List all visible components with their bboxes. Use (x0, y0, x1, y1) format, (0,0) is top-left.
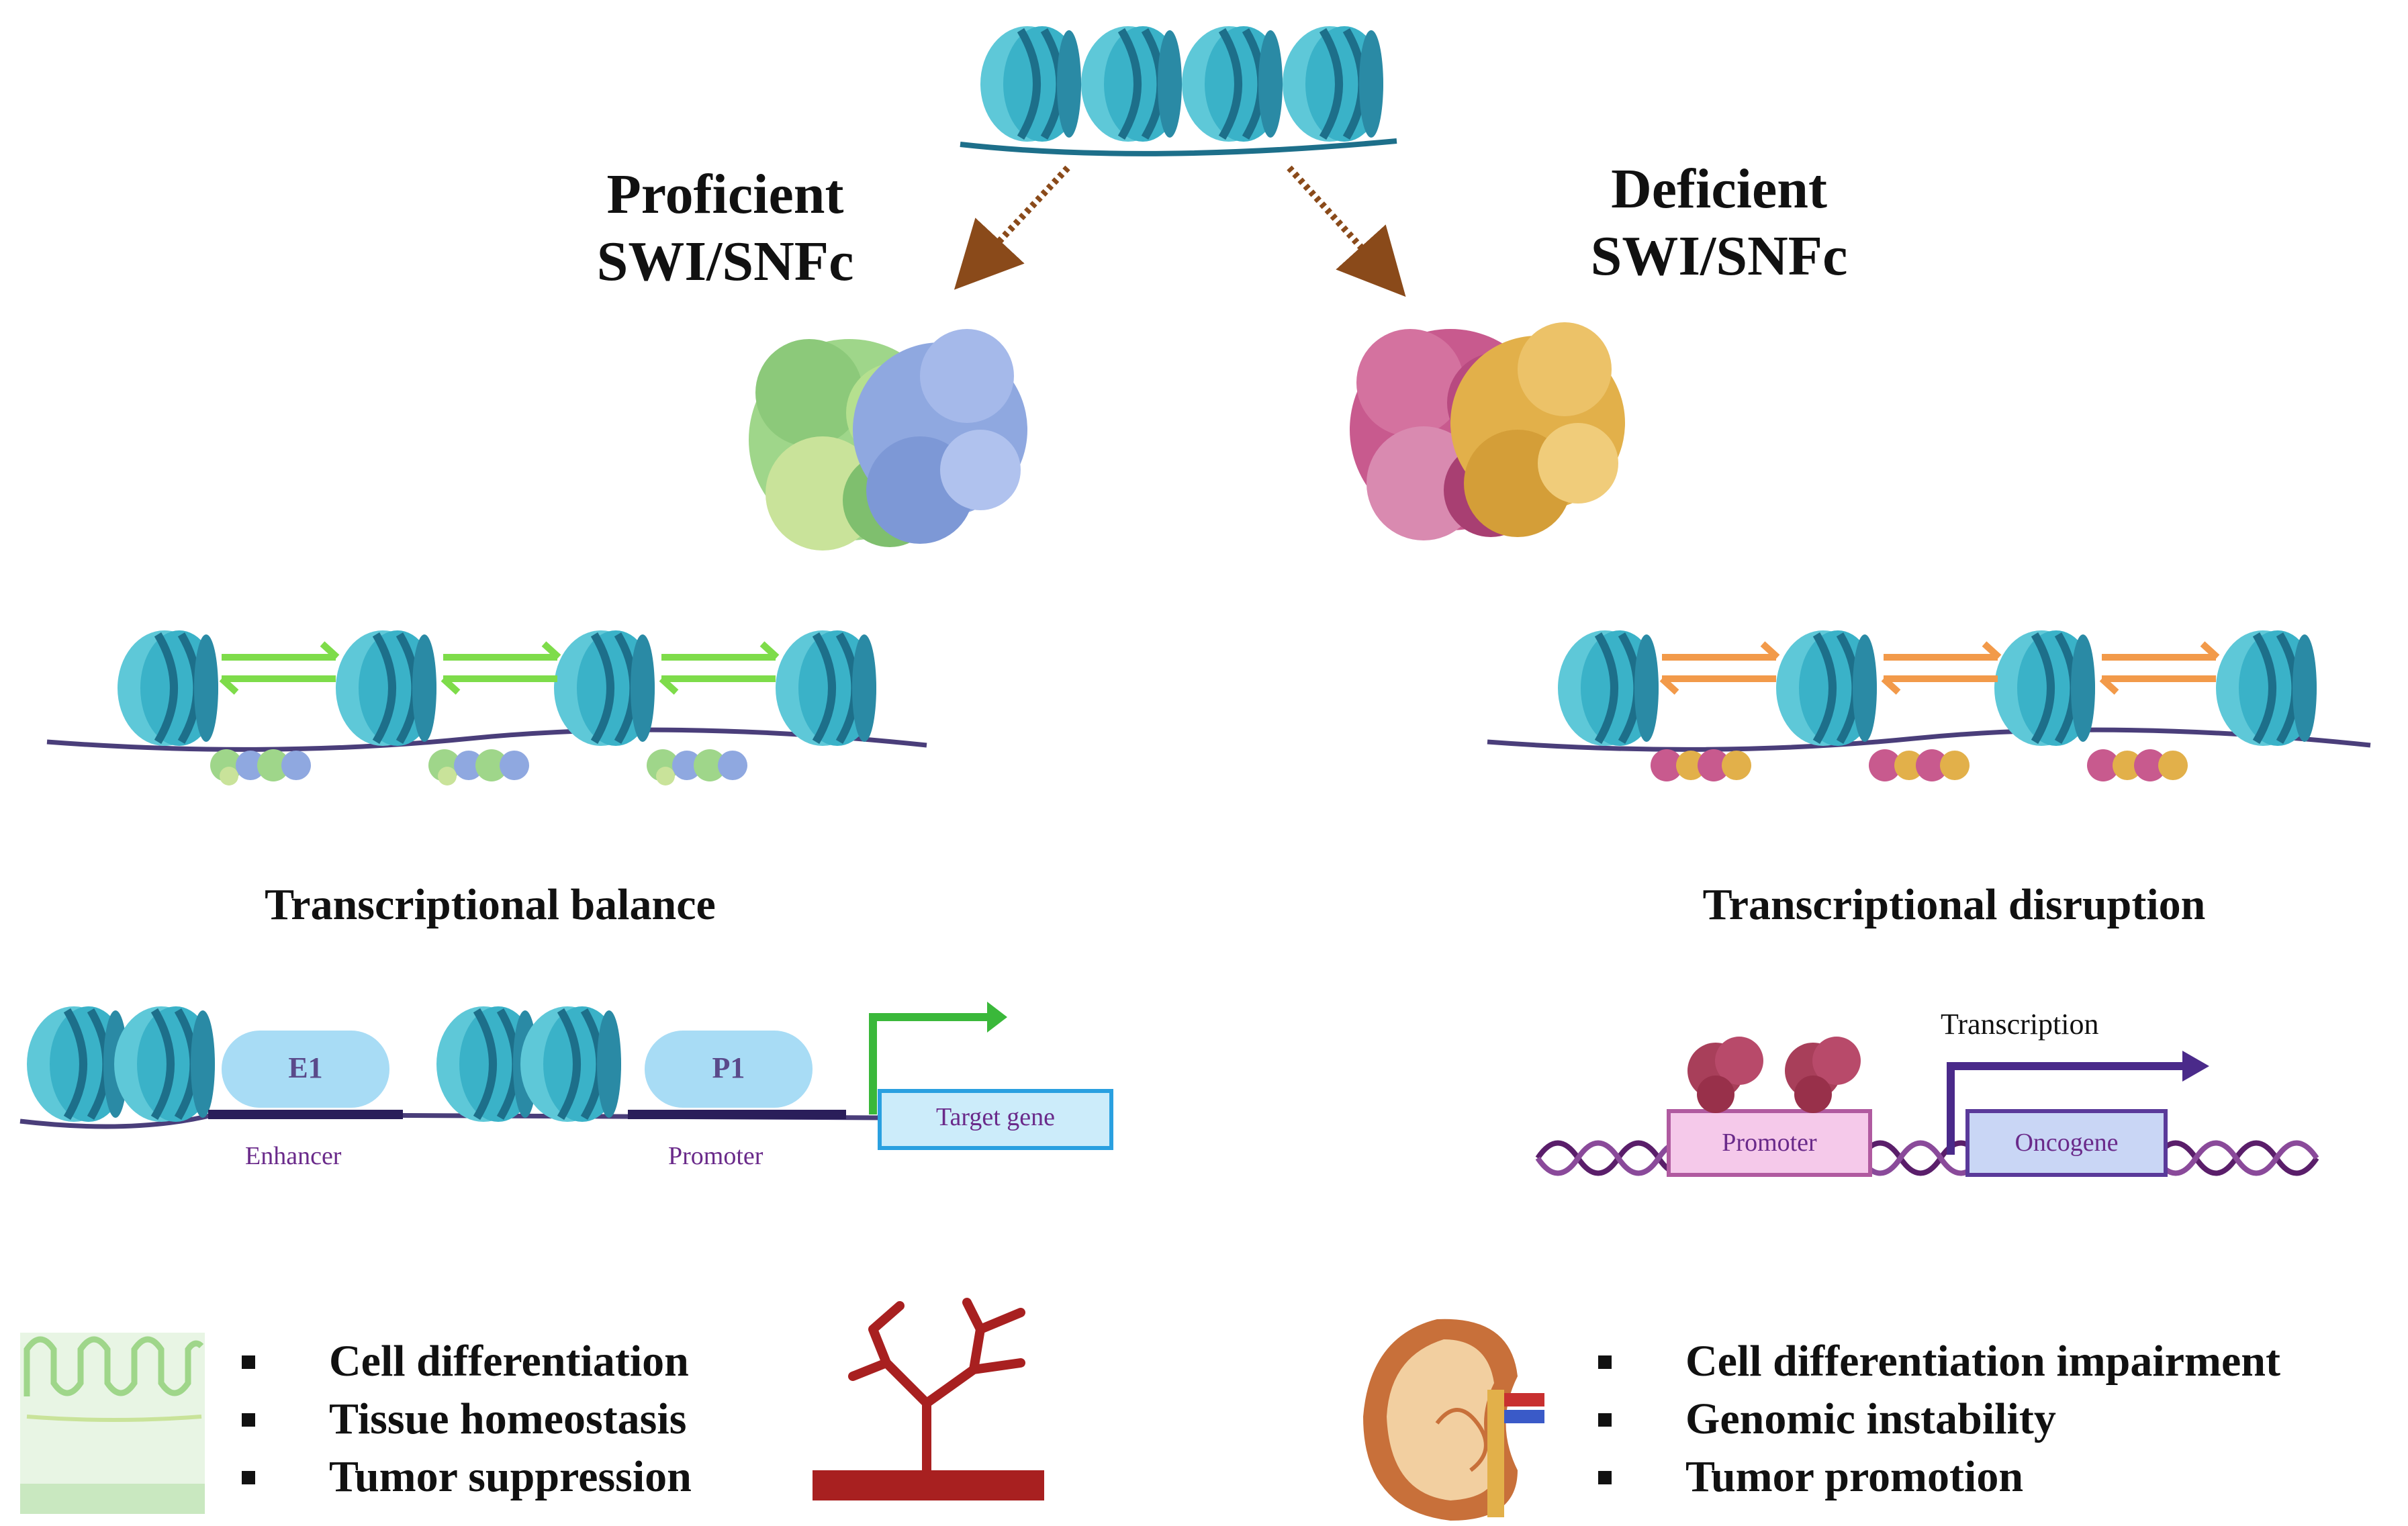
arrow-to-deficient (1287, 165, 1406, 297)
promoter-element-label: P1 (712, 1051, 745, 1084)
right-outcome-text: Cell differentiation impairment (1685, 1337, 2280, 1386)
arrow-to-proficient (954, 165, 1070, 290)
target-gene-box (878, 1089, 1113, 1150)
deficient-title-line2: SWI/SNFc (1590, 225, 1848, 287)
promoter-label: Promoter (668, 1142, 763, 1170)
oncogene-box (1965, 1109, 2168, 1177)
left-section-title: Transcriptional balance (265, 880, 716, 929)
tss-arrow (869, 1013, 987, 1114)
promoter-box (1667, 1109, 1872, 1177)
deficient-title: Deficient SWI/SNFc (1531, 156, 1907, 290)
target-gene-label: Target gene (935, 1103, 1056, 1131)
right-outcome-text: Genomic instability (1685, 1394, 2056, 1443)
blood-vessel-icon (813, 1298, 1044, 1500)
left-outcome-item: Cell differentiation (242, 1333, 692, 1390)
bullet-marker (1598, 1355, 1612, 1369)
transcription-arrow (1947, 1062, 2186, 1155)
left-outcome-text: Tumor suppression (329, 1452, 692, 1501)
right-outcome-item: Genomic instability (1598, 1390, 2280, 1448)
bullet-marker (242, 1471, 255, 1484)
right-outcomes-list: Cell differentiation impairment Genomic … (1598, 1333, 2280, 1506)
right-chromatin-remodeling (1487, 630, 2371, 781)
enhancer-label: Enhancer (245, 1142, 342, 1170)
enhancer-element-label: E1 (288, 1051, 323, 1084)
intestinal-epithelium-icon (20, 1333, 205, 1514)
mutant-swisnf-pair-icon (1687, 1037, 1861, 1113)
left-gene-regulation (19, 1002, 1113, 1150)
bullet-marker (242, 1355, 255, 1369)
left-outcome-text: Cell differentiation (329, 1337, 689, 1386)
left-outcome-item: Tissue homeostasis (242, 1390, 692, 1448)
enhancer-pill (222, 1031, 389, 1108)
oncogene-box-label: Oncogene (2015, 1129, 2119, 1157)
bullet-marker (1598, 1471, 1612, 1484)
right-gene-regulation (1535, 1037, 2319, 1177)
left-outcome-text: Tissue homeostasis (329, 1394, 687, 1443)
left-outcomes-list: Cell differentiation Tissue homeostasis … (242, 1333, 692, 1506)
left-outcome-item: Tumor suppression (242, 1448, 692, 1506)
bullet-marker (242, 1413, 255, 1427)
right-outcome-item: Cell differentiation impairment (1598, 1333, 2280, 1390)
proficient-title-line2: SWI/SNFc (596, 230, 854, 293)
kidney-icon (1363, 1319, 1544, 1521)
proficient-title: Proficient SWI/SNFc (537, 161, 913, 295)
transcription-label: Transcription (1941, 1008, 2099, 1041)
promoter-box-label: Promoter (1722, 1129, 1817, 1157)
left-chromatin-remodeling (46, 630, 927, 785)
proficient-title-line1: Proficient (606, 163, 844, 226)
right-section-title: Transcriptional disruption (1702, 880, 2206, 929)
right-outcome-item: Tumor promotion (1598, 1448, 2280, 1506)
proficient-swisnf-complex-icon (749, 329, 1027, 551)
top-nucleosome-array (960, 26, 1397, 156)
right-outcome-text: Tumor promotion (1685, 1452, 2024, 1501)
bullet-marker (1598, 1413, 1612, 1427)
deficient-swisnf-complex-icon (1350, 322, 1625, 540)
promoter-pill (645, 1031, 813, 1108)
deficient-title-line1: Deficient (1611, 158, 1827, 220)
